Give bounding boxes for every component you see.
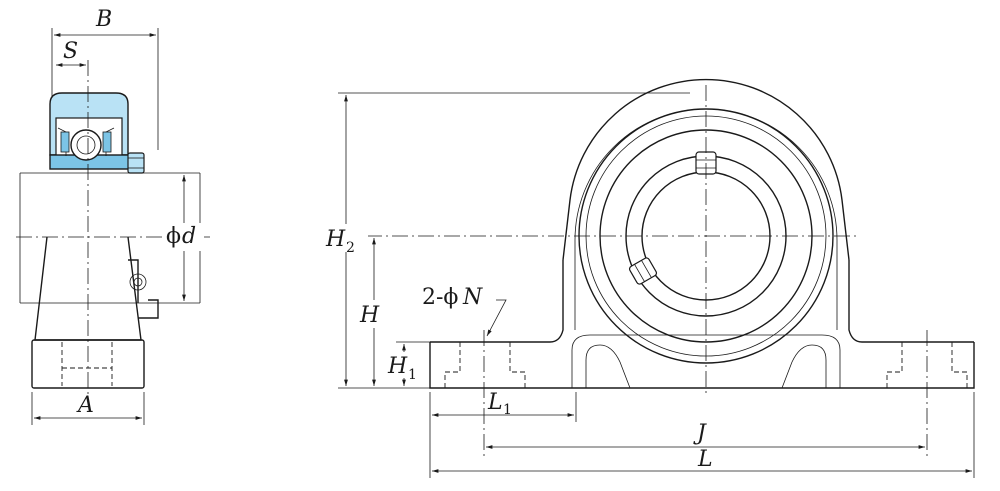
ball-icon	[70, 129, 102, 161]
side-set-screw-icon	[628, 257, 658, 285]
dim-label-h: H	[359, 303, 380, 328]
dim-label-l: L	[697, 447, 713, 472]
dim-label-a: A	[76, 393, 94, 418]
side-view: B S ϕ d A	[16, 7, 210, 425]
callout-n: N	[462, 285, 483, 310]
dim-label-h1-sub: 1	[408, 367, 417, 383]
dim-label-l1-sub: 1	[503, 402, 512, 418]
callout-prefix: 2-ϕ	[422, 285, 458, 310]
dim-label-j: J	[693, 421, 707, 446]
dim-label-h1: H	[387, 354, 408, 379]
dim-label-d: d	[182, 224, 196, 249]
dim-label-l1: L	[487, 390, 503, 415]
dim-label-s: S	[63, 39, 78, 64]
dim-label-b: B	[95, 7, 112, 32]
dim-label-h2-sub: 2	[346, 240, 355, 256]
dim-label-h2: H	[325, 227, 346, 252]
set-screw-icon	[127, 152, 145, 174]
phi-symbol: ϕ	[166, 224, 181, 249]
bearing-insert	[49, 92, 145, 174]
front-view: H 2 H H 1 2-ϕ N L 1 J L	[324, 78, 975, 478]
